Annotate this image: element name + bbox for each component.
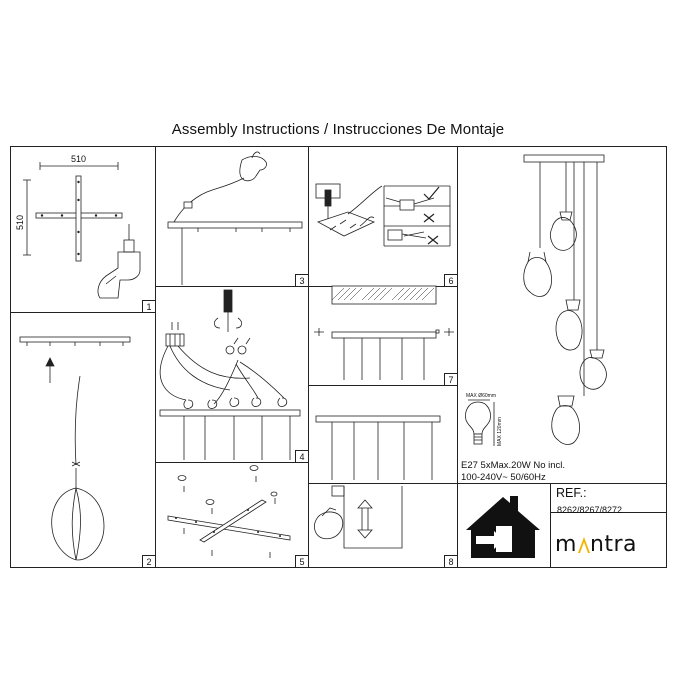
step-number-6: 6 (448, 276, 453, 286)
step-number-8: 8 (448, 557, 453, 567)
brand-text-start: m (555, 532, 577, 557)
ceiling-plate (159, 409, 301, 417)
bulb-panel (465, 399, 495, 446)
step-number-boxes (142, 274, 458, 568)
pendant-shade (555, 310, 583, 351)
canopy-plate (315, 415, 441, 423)
bulb-spec: E27 5xMax.20W No incl. 100-240V~ 50/60Hz (461, 460, 565, 484)
dimension-width: 510 (71, 154, 86, 164)
step-number-3: 3 (299, 276, 304, 286)
step-number-4: 4 (299, 452, 304, 462)
canopy-plate (331, 331, 437, 339)
screwdriver-icon (214, 289, 242, 332)
reference-label: REF.: (556, 486, 587, 500)
screwdriver-icon (324, 189, 332, 207)
dimension-height: 510 (15, 215, 25, 230)
bulb-spec-line-1: E27 5xMax.20W No incl. (461, 460, 566, 471)
panel-2 (19, 336, 131, 561)
panel-7 (314, 285, 454, 380)
bulb-spec-line-2: 100-240V~ 50/60Hz (461, 472, 546, 483)
brand-text-end: ntra (589, 532, 638, 557)
bulb-max-height: MAX 120mm (497, 417, 503, 446)
brand-a-mark (577, 532, 590, 557)
cross-bar-vertical (75, 175, 82, 262)
arrow-up-icon (45, 357, 55, 383)
pendant-shade (550, 217, 577, 251)
panel-1 (23, 162, 141, 299)
ceiling-plate (167, 221, 303, 229)
cable (173, 177, 245, 223)
pendant-shade (51, 487, 105, 561)
page-title: Assembly Instructions / Instrucciones De… (171, 121, 505, 138)
pendant-shade (579, 357, 607, 390)
step-number-1: 1 (146, 302, 151, 312)
sheet-frame (10, 146, 667, 568)
arrow-updown-icon (357, 499, 373, 539)
panel-4 (159, 289, 301, 460)
drill-icon (97, 224, 141, 299)
hand-icon (314, 511, 344, 540)
bulb-max-diameter: MAX Ø60mm (466, 393, 496, 399)
cross-mark (427, 235, 439, 245)
cross-mark (423, 213, 435, 223)
bulb-icon (465, 401, 491, 435)
hand-icon (239, 151, 267, 182)
brand-logo: m ntra (555, 532, 637, 557)
cross-bar-a (167, 515, 291, 541)
panel-3 (167, 151, 303, 285)
panel-8 (314, 485, 403, 549)
cross-bar-b (199, 499, 267, 543)
assembled-fixture (523, 154, 607, 445)
wire-loops (183, 397, 288, 409)
check-mark (423, 186, 440, 200)
pendant-cable (74, 375, 81, 466)
step-number-2: 2 (146, 557, 151, 567)
step-number-7: 7 (448, 375, 453, 385)
panel-7b (315, 415, 441, 480)
pendant-shade (523, 257, 552, 297)
canopy-plate (19, 336, 131, 343)
panel-6 (315, 183, 451, 247)
canopy-plate (523, 154, 605, 163)
reference-codes: 8262/8267/8272 (557, 505, 623, 515)
panel-5 (167, 465, 291, 558)
house-exit-icon (466, 496, 540, 558)
pendant-shade (551, 405, 580, 445)
step-number-5: 5 (299, 557, 304, 567)
